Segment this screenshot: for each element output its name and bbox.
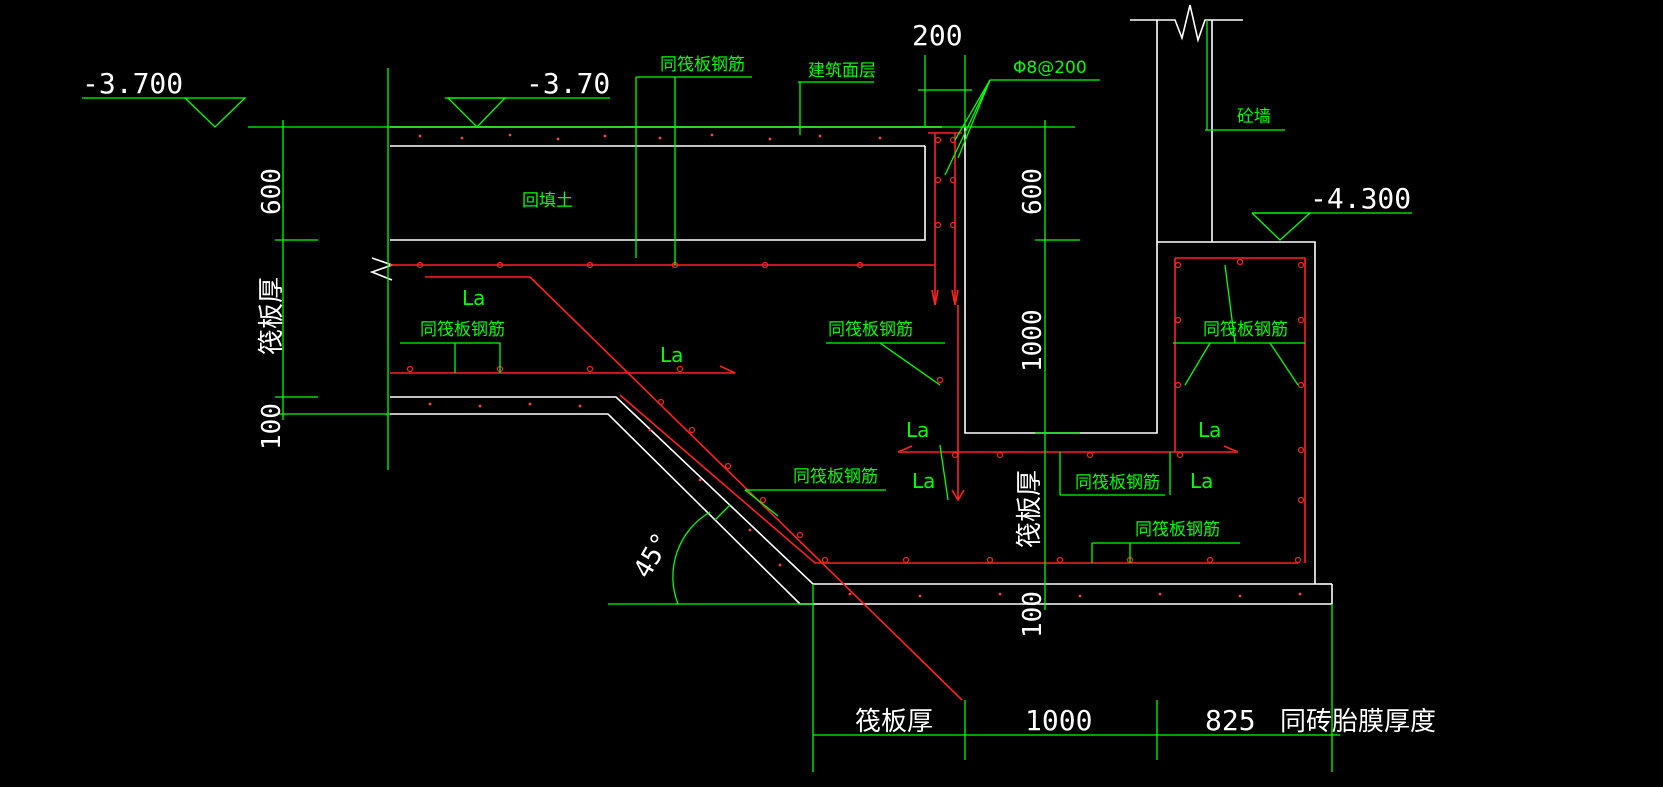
dim-bottom-raft: 筏板厚 [855, 707, 933, 737]
label-stirrup: Φ8@200 [1013, 58, 1087, 78]
dim-top-200: 200 [912, 19, 963, 52]
label-same-rebar-top: 同筏板钢筋 [660, 55, 745, 75]
dim-mid-raft: 筏板厚 [1015, 470, 1045, 548]
dim-bottom-100: 100 [1018, 591, 1048, 638]
label-same-rebar-slope: 同筏板钢筋 [793, 467, 878, 487]
dimension-lines [82, 20, 1412, 772]
dim-bottom-note: 同砖胎膜厚度 [1280, 707, 1436, 737]
label-same-rebar-pit-bottom: 同筏板钢筋 [1075, 473, 1160, 493]
concrete-outline [369, 4, 1333, 605]
label-la-5: La [1198, 418, 1221, 442]
angle-45: 45° [628, 528, 677, 584]
elevation-middle: -3.70 [526, 67, 610, 100]
rebar-dots [406, 136, 1305, 564]
dim-left-raft: 筏板厚 [257, 277, 287, 355]
label-la-3: La [906, 418, 929, 442]
label-la-2: La [660, 343, 683, 367]
label-la-6: La [1190, 469, 1213, 493]
label-same-rebar-left: 同筏板钢筋 [420, 320, 505, 340]
dim-left-100: 100 [257, 403, 287, 450]
elevation-right: -4.300 [1310, 182, 1411, 215]
label-backfill: 回填土 [522, 191, 573, 211]
elevation-left: -3.700 [82, 67, 183, 100]
dim-bottom-825: 825 [1205, 704, 1256, 737]
dim-left-600: 600 [257, 168, 287, 215]
label-same-rebar-bottom: 同筏板钢筋 [1135, 520, 1220, 540]
label-finish-layer: 建筑面层 [808, 61, 876, 81]
dim-bottom-1000: 1000 [1025, 704, 1092, 737]
dim-mid-1000: 1000 [1018, 309, 1048, 372]
label-la-4: La [912, 469, 935, 493]
label-same-rebar-right-box: 同筏板钢筋 [1203, 320, 1288, 340]
label-concrete-wall: 砼墙 [1237, 107, 1271, 127]
hatch-texture [418, 133, 1302, 598]
dim-mid-600: 600 [1018, 168, 1048, 215]
label-same-rebar-mid: 同筏板钢筋 [828, 320, 913, 340]
rebar-lines [390, 132, 1306, 701]
label-la-1: La [462, 286, 485, 310]
